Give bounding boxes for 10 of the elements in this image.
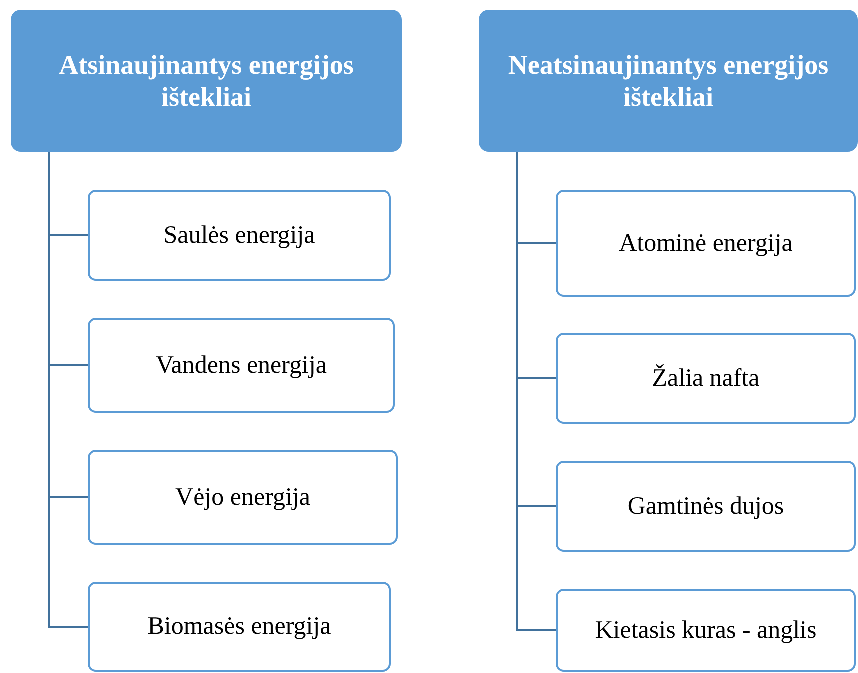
category-box: Kietasis kuras - anglis	[556, 589, 856, 672]
category-box: Atominė energija	[556, 190, 856, 297]
header-box: Neatsinaujinantys energijos ištekliai	[479, 10, 858, 152]
category-box: Žalia nafta	[556, 333, 856, 424]
category-box: Vėjo energija	[88, 450, 398, 545]
category-box: Saulės energija	[88, 190, 391, 281]
category-box: Gamtinės dujos	[556, 461, 856, 552]
category-box: Vandens energija	[88, 318, 395, 413]
header-box: Atsinaujinantys energijos ištekliai	[11, 10, 402, 152]
category-box: Biomasės energija	[88, 582, 391, 672]
